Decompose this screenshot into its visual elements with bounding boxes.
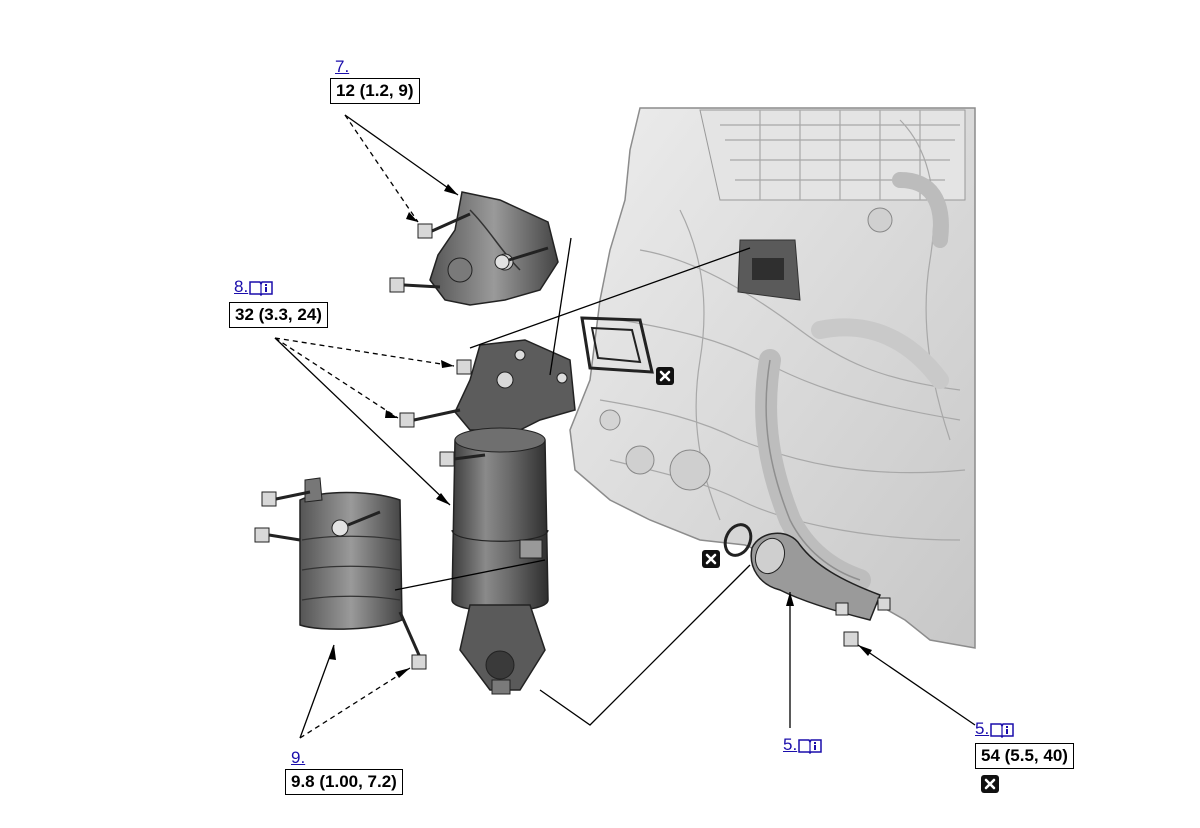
callout-5-right-label: 5.: [975, 719, 990, 738]
leader-lines: [274, 114, 976, 739]
engine-block: [569, 107, 976, 649]
callout-8-torque: 32 (3.3, 24): [229, 302, 328, 328]
lower-gasket: [723, 523, 753, 557]
book-info-icon: [798, 738, 822, 754]
converter-fasteners: [399, 359, 486, 467]
catalytic-converter: [451, 339, 576, 695]
lower-heat-shield: [254, 477, 427, 670]
callout-8-link[interactable]: 8.: [234, 277, 273, 297]
x-replace-icon: [656, 367, 674, 385]
callout-8-label: 8.: [234, 277, 249, 296]
book-info-icon: [990, 722, 1014, 738]
callout-5-right-link[interactable]: 5.: [975, 719, 1014, 739]
callout-5-right-torque: 54 (5.5, 40): [975, 743, 1074, 769]
arrowheads: [329, 184, 872, 678]
shield-bolts-upper: [389, 212, 549, 293]
callout-9-torque: 9.8 (1.00, 7.2): [285, 769, 403, 795]
callout-9-link[interactable]: 9.: [291, 748, 306, 767]
callout-5-center-label: 5.: [783, 735, 798, 754]
callout-7-link[interactable]: 7.: [335, 57, 350, 76]
book-info-icon: [249, 280, 273, 296]
x-replace-icon: [702, 550, 720, 568]
x-replace-icon: [981, 775, 999, 793]
upper-heat-shield: [429, 191, 559, 306]
callout-5-center-link[interactable]: 5.: [783, 735, 822, 755]
callout-7-torque: 12 (1.2, 9): [330, 78, 420, 104]
front-pipe-flange: [750, 532, 891, 647]
manifold-gasket: [580, 316, 654, 374]
